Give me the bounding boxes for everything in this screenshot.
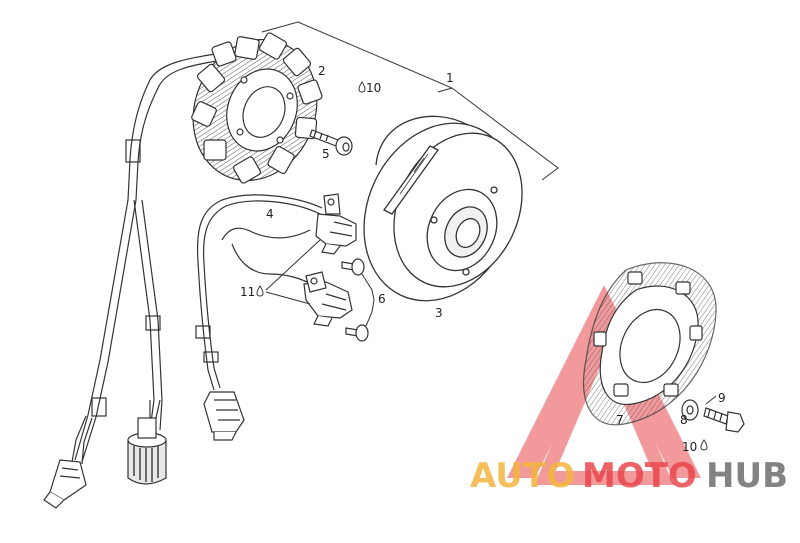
oil-drop-icon <box>256 81 708 451</box>
callout-7: 7 <box>616 413 624 427</box>
bolt-9 <box>703 407 745 433</box>
callout-1: 1 <box>446 71 454 85</box>
watermark-logo: AUTO MOTO HUB <box>470 456 788 496</box>
callout-9: 9 <box>718 391 726 405</box>
flywheel-rotor <box>363 115 523 302</box>
screw-6-lower <box>345 324 369 342</box>
callout-6: 6 <box>378 292 386 306</box>
leader-line-6 <box>361 273 375 327</box>
callout-10-upper: 10 <box>366 81 381 95</box>
washer-8 <box>681 399 699 421</box>
screw-5 <box>309 129 353 156</box>
watermark-text-auto: AUTO <box>470 456 575 496</box>
callout-5: 5 <box>322 147 330 161</box>
callout-3: 3 <box>435 306 443 320</box>
stator <box>191 32 323 184</box>
harness-round-connector <box>127 399 167 485</box>
callout-2: 2 <box>318 64 326 78</box>
leader-line-11 <box>265 239 321 305</box>
harness-connector-left <box>43 459 87 509</box>
leader-line-1 <box>261 21 559 181</box>
callout-10-lower: 10 <box>682 440 697 454</box>
pickup-sensor-upper <box>315 193 357 255</box>
callout-11: 11 <box>240 285 255 299</box>
pickup-connector <box>203 391 245 441</box>
watermark-text-moto: MOTO <box>582 456 697 496</box>
callout-4: 4 <box>266 207 274 221</box>
callout-8: 8 <box>680 413 688 427</box>
wiring-harness <box>71 51 229 465</box>
screw-6-upper <box>341 258 365 276</box>
pickup-sensor-lower <box>303 271 353 327</box>
leader-line-9 <box>705 395 717 405</box>
starter-flange <box>583 262 717 426</box>
watermark-text-hub: HUB <box>706 456 788 496</box>
